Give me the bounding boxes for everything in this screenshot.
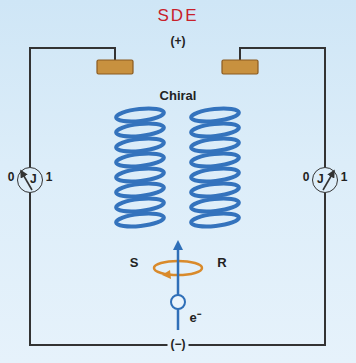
scale-mark: 1 xyxy=(341,171,348,184)
polarity-label: (+) xyxy=(171,35,186,48)
scale-mark: 0 xyxy=(8,171,15,184)
meter-symbol: J xyxy=(317,173,324,185)
electrode xyxy=(222,60,258,74)
helix-coil xyxy=(116,212,165,229)
meter-needle xyxy=(323,171,334,190)
helix-coil xyxy=(116,182,165,199)
electron-arrow xyxy=(177,244,180,330)
polarity-label: (−) xyxy=(168,338,189,351)
helix-coil xyxy=(116,137,165,154)
rotation-arrowhead xyxy=(162,270,171,279)
meter-dial: J xyxy=(312,167,338,193)
chiral-label: Chiral xyxy=(160,89,197,103)
helix-coil xyxy=(116,197,165,214)
chiral-helix xyxy=(116,107,240,229)
helix-coil xyxy=(116,152,165,169)
electron-label: e⁻ xyxy=(189,311,200,325)
helix-coil xyxy=(191,152,240,169)
enantiomer-label: R xyxy=(217,256,226,270)
electron xyxy=(171,295,185,309)
helix-coil xyxy=(191,182,240,199)
helix-coil xyxy=(191,107,240,124)
helix-coil xyxy=(116,107,165,124)
wire xyxy=(30,193,325,345)
electrode xyxy=(97,60,133,74)
helix-coil xyxy=(191,122,240,139)
scale-mark: 1 xyxy=(46,171,53,184)
helix-coil xyxy=(191,167,240,184)
helix-coil xyxy=(191,197,240,214)
helix-coil xyxy=(191,137,240,154)
title: SDE xyxy=(158,7,199,26)
enantiomer-label: S xyxy=(130,256,139,270)
meter-symbol: J xyxy=(30,173,37,185)
scale-mark: 0 xyxy=(303,171,310,184)
meter-dial: J xyxy=(17,167,43,193)
helix-coil xyxy=(116,122,165,139)
helix-coil xyxy=(191,212,240,229)
wire xyxy=(30,48,325,345)
helix-coil xyxy=(116,167,165,184)
